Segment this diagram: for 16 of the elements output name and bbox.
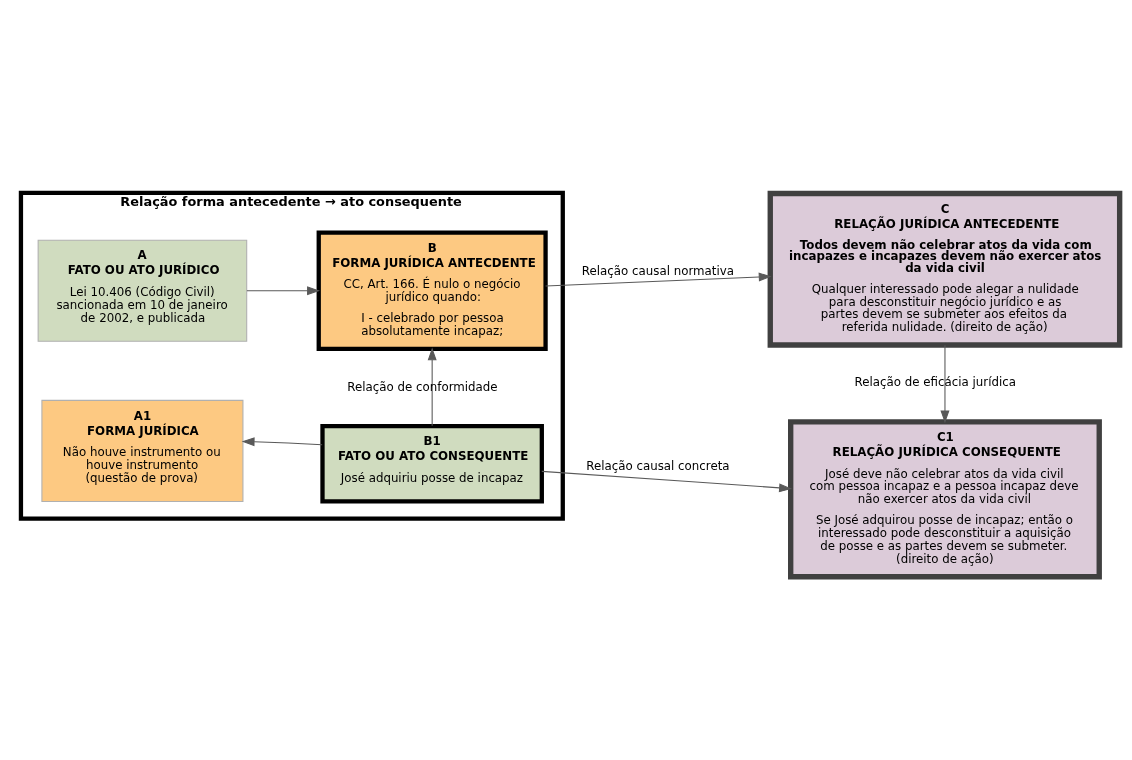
node-box: C1 RELAÇÃO JURÍDICA CONSEQUENTE José deve não celebrar atos da vida civil com pessoa incapaz e a pessoa incapaz deve não exercer atos da vida civil Se José adquirou posse de incapaz; então o interessado pode desconstituir a aquisição de posse e as partes devem se submeter. (direito de ação) (788, 418, 1102, 579)
edge-label: Relação causal concreta (586, 458, 730, 473)
arrow (241, 436, 323, 446)
arrow (427, 346, 437, 426)
node-box: A FATO OU ATO JURÍDICO Lei 10.406 (Código Civil) sancionada em 10 de janeiro de 2002, e publicada (37, 239, 248, 342)
node-box: B1 FATO OU ATO CONSEQUENTE José adquiriu posse de incapaz (320, 423, 544, 504)
arrow (940, 344, 950, 423)
arrow (541, 470, 793, 492)
node-box: C RELAÇÃO JURÍDICA ANTECEDENTE Todos devem não celebrar atos da vida com incapazes e incapazes devem não exercer atos da vida civil Qualquer interessado pode alegar a nulidade para desconstituir negócio jurídico e as partes devem se submeter aos efeitos da referida nulidade. (direito de ação) (767, 190, 1123, 348)
node-box: A1 FORMA JURÍDICA Não houve instrumento ou houve instrumento (questão de prova) (41, 399, 244, 502)
edge-label: Relação causal normativa (581, 263, 734, 278)
edge-label: Relação de conformidade (347, 379, 498, 393)
arrow (246, 285, 320, 295)
edge-label: Relação de eficácia jurídica (854, 374, 1016, 389)
node-box: B FORMA JURÍDICA ANTECDENTE CC, Art. 166. É nulo o negócio jurídico quando: I - celebrado por pessoa absolutamente incapaz; (316, 230, 548, 351)
arrow (545, 272, 772, 287)
